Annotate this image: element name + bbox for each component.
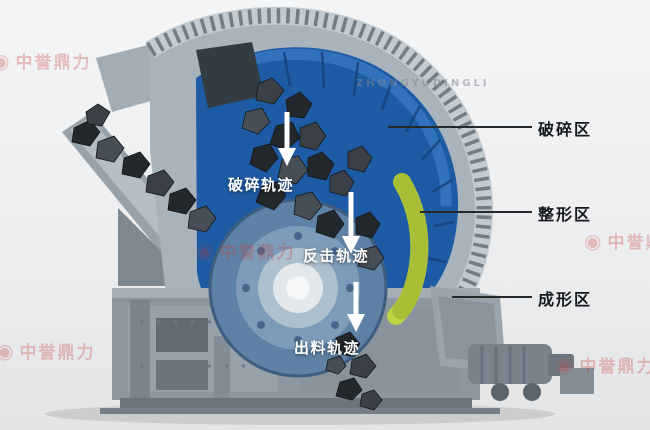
watermark-brand-latin: ZHONGYUDINGLI <box>356 78 490 89</box>
zone-label-shaping: 整形区 <box>538 205 593 224</box>
brand-text: 中誉鼎力 <box>607 233 650 253</box>
trajectory-label-discharge: 出料轨迹 <box>294 339 361 357</box>
callout-line-forming-zone <box>452 296 532 298</box>
watermark-brand: ◉ 中誉鼎力 <box>584 228 650 254</box>
rotor <box>208 198 388 378</box>
rocks <box>71 77 385 411</box>
watermark-brand: ◉ 中誉鼎力 <box>556 352 650 378</box>
brand-logo-icon: ◉ <box>556 352 576 377</box>
discharge-bracket-motor <box>430 286 594 401</box>
feed-opening <box>196 42 264 108</box>
watermark-brand: ◉ 中誉鼎力 <box>0 48 92 74</box>
brand-logo-icon: ◉ <box>0 338 16 363</box>
brand-logo-icon: ◉ <box>0 48 12 73</box>
watermark-brand: ◉ 中誉鼎力 <box>0 338 96 364</box>
brand-text: 中誉鼎力 <box>15 53 92 73</box>
brand-text: 中誉鼎力 <box>219 243 296 263</box>
callout-line-shaping-zone <box>420 211 532 213</box>
brand-logo-icon: ◉ <box>584 228 604 253</box>
brand-logo-icon: ◉ <box>196 238 216 263</box>
callout-line-crushing-zone <box>388 126 532 128</box>
brand-text: 中誉鼎力 <box>19 343 96 363</box>
zone-label-crushing: 破碎区 <box>538 120 593 139</box>
watermark-brand: ◉ 中誉鼎力 <box>196 238 296 264</box>
trajectory-label-crushing: 破碎轨迹 <box>228 176 295 194</box>
impact-plate <box>387 173 429 325</box>
brand-text: 中誉鼎力 <box>579 357 650 377</box>
trajectory-label-impact: 反击轨迹 <box>303 247 370 265</box>
zone-label-forming: 成形区 <box>538 290 593 309</box>
flow-arrows <box>278 112 365 332</box>
